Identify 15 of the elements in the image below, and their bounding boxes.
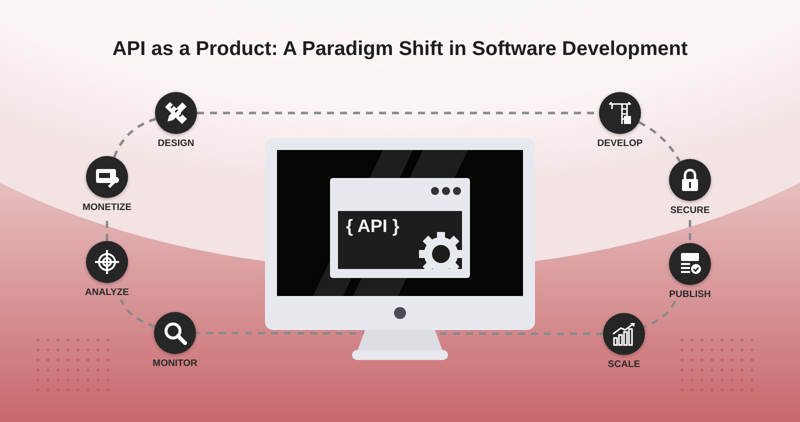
dashed-connector (638, 121, 681, 162)
dashed-connector (643, 300, 676, 328)
screen-text: { API } (346, 216, 400, 237)
step-label: SCALE (606, 359, 642, 370)
step-label: DESIGN (156, 138, 196, 149)
step-label: SECURE (669, 205, 711, 216)
step-label: DEVELOP (596, 138, 644, 149)
step-label: ANALYZE (84, 287, 130, 298)
dashed-connector (120, 298, 156, 328)
dashed-connector (688, 220, 692, 243)
step-label: PUBLISH (668, 289, 712, 300)
step-label: MONETIZE (81, 202, 133, 213)
step-label: MONITOR (152, 358, 198, 369)
title: API as a Product: A Paradigm Shift in Software Development (111, 38, 689, 61)
dashed-connector (113, 118, 156, 158)
